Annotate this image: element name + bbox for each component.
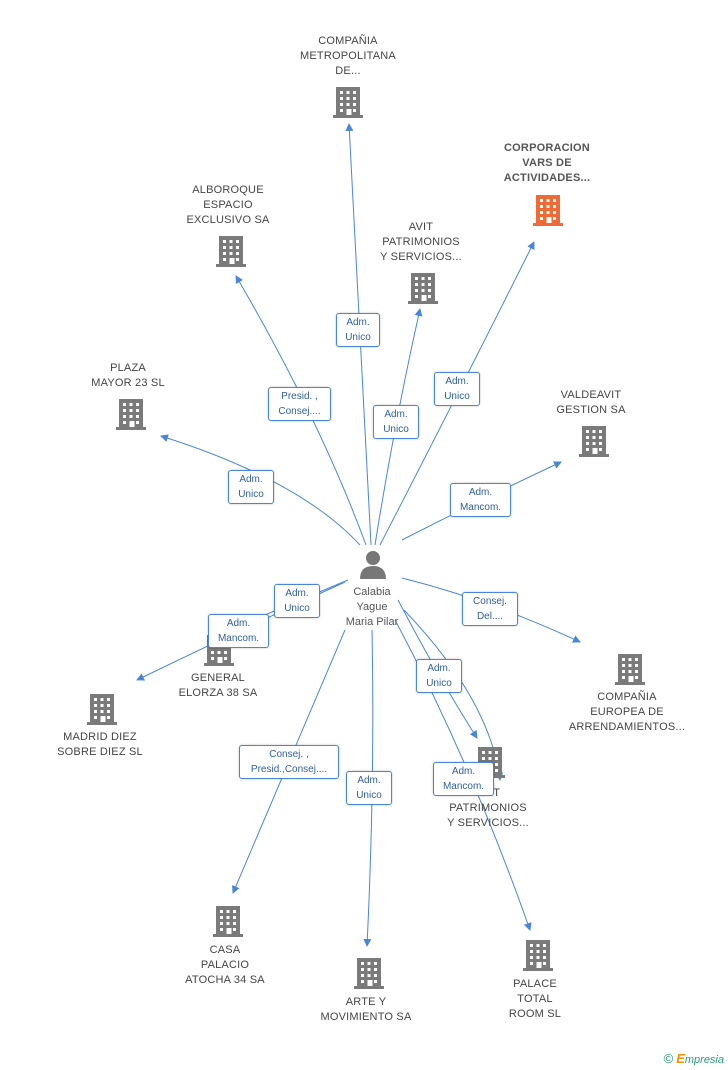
- company-valdeavit[interactable]: VALDEAVIT GESTION SA: [531, 388, 651, 418]
- building-icon[interactable]: [216, 234, 246, 268]
- role-label[interactable]: Consej. , Presid.,Consej....: [239, 745, 339, 779]
- role-label[interactable]: Adm. Unico: [346, 771, 392, 805]
- role-label[interactable]: Adm. Unico: [336, 313, 380, 347]
- company-label: MADRID DIEZ SOBRE DIEZ SL: [57, 731, 143, 758]
- company-label: COMPAÑIA METROPOLITANA DE...: [300, 35, 396, 77]
- person-icon[interactable]: [359, 550, 387, 580]
- company-label: ALBOROQUE ESPACIO EXCLUSIVO SA: [186, 184, 270, 226]
- role-label[interactable]: Presid. , Consej....: [268, 387, 331, 421]
- edge-plaza-mayor: [160, 434, 361, 546]
- role-label[interactable]: Adm. Unico: [228, 470, 274, 504]
- role-label[interactable]: Adm. Mancom.: [433, 762, 494, 796]
- company-label: COMPAÑIA EUROPEA DE ARRENDAMIENTOS...: [568, 691, 686, 733]
- company-casa-palacio[interactable]: CASA PALACIO ATOCHA 34 SA: [165, 943, 285, 988]
- company-compania-metropolitana[interactable]: COMPAÑIA METROPOLITANA DE...: [288, 34, 408, 79]
- company-label: AVIT PATRIMONIOS Y SERVICIOS...: [380, 221, 462, 263]
- building-icon[interactable]: [87, 692, 117, 726]
- company-label: PALACE TOTAL ROOM SL: [508, 978, 562, 1020]
- company-label: GENERAL ELORZA 38 SA: [178, 672, 258, 699]
- building-icon[interactable]: [213, 904, 243, 938]
- building-icon[interactable]: [354, 956, 384, 990]
- building-icon[interactable]: [333, 85, 363, 119]
- company-plaza-mayor[interactable]: PLAZA MAYOR 23 SL: [68, 361, 188, 391]
- role-label[interactable]: Adm. Unico: [434, 372, 480, 406]
- company-general-elorza[interactable]: GENERAL ELORZA 38 SA: [158, 671, 278, 701]
- role-label[interactable]: Adm. Unico: [416, 659, 462, 693]
- company-label: VALDEAVIT GESTION SA: [556, 389, 626, 416]
- role-label[interactable]: Consej. Del....: [462, 592, 518, 626]
- role-label[interactable]: Adm. Mancom.: [450, 483, 511, 517]
- brand-logo: ©Empresia: [664, 1051, 724, 1066]
- copyright-symbol: ©: [663, 1051, 674, 1066]
- brand-name: mpresia: [684, 1054, 724, 1066]
- building-icon[interactable]: [408, 271, 438, 305]
- company-compania-europea[interactable]: COMPAÑIA EUROPEA DE ARRENDAMIENTOS...: [562, 690, 692, 735]
- building-icon[interactable]: [523, 938, 553, 972]
- building-icon[interactable]: [533, 193, 563, 227]
- brand-initial: E: [676, 1051, 685, 1066]
- company-avit-top[interactable]: AVIT PATRIMONIOS Y SERVICIOS...: [361, 220, 481, 265]
- role-label[interactable]: Adm. Unico: [274, 584, 320, 618]
- company-corporacion-vars[interactable]: CORPORACION VARS DE ACTIVIDADES...: [487, 141, 607, 186]
- role-label[interactable]: Adm. Unico: [373, 405, 419, 439]
- company-label: CASA PALACIO ATOCHA 34 SA: [185, 944, 265, 986]
- company-madrid-diez[interactable]: MADRID DIEZ SOBRE DIEZ SL: [40, 730, 160, 760]
- role-label[interactable]: Adm. Mancom.: [208, 614, 269, 648]
- building-icon[interactable]: [116, 397, 146, 431]
- building-icon[interactable]: [579, 424, 609, 458]
- company-alboroque[interactable]: ALBOROQUE ESPACIO EXCLUSIVO SA: [168, 183, 288, 228]
- company-palace-total[interactable]: PALACE TOTAL ROOM SL: [475, 977, 595, 1022]
- company-arte-movimiento[interactable]: ARTE Y MOVIMIENTO SA: [306, 995, 426, 1025]
- company-label: PLAZA MAYOR 23 SL: [91, 362, 165, 389]
- building-icon[interactable]: [615, 652, 645, 686]
- company-label: ARTE Y MOVIMIENTO SA: [320, 996, 412, 1023]
- company-label: CORPORACION VARS DE ACTIVIDADES...: [503, 142, 591, 184]
- center-person-name[interactable]: Calabia Yague Maria Pilar: [345, 586, 399, 628]
